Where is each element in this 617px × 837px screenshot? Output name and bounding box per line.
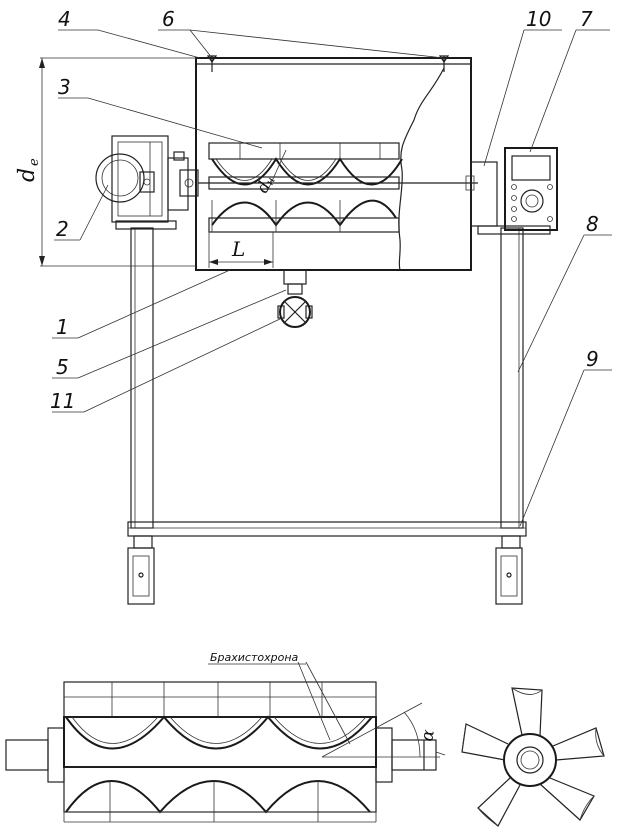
screw-lower [208, 199, 400, 233]
dimension-L: L [208, 232, 274, 268]
outlet-valve [277, 269, 313, 328]
callout-7: 7 [580, 7, 593, 31]
wheel-left [127, 535, 155, 605]
bearing-right [465, 161, 498, 227]
callout-3: 3 [58, 75, 71, 99]
brachistochrone-label: Брахистохрона [210, 651, 299, 664]
callout-4: 4 [58, 7, 71, 31]
motor [95, 135, 169, 223]
screw-upper [208, 142, 403, 186]
label-de-sub: e [27, 158, 42, 166]
leader-lines [52, 29, 612, 527]
callout-9: 9 [586, 347, 599, 371]
callout-10: 10 [526, 7, 551, 31]
label-de: d [15, 168, 40, 182]
callout-5: 5 [56, 355, 69, 379]
control-panel [504, 147, 558, 231]
callout-11: 11 [50, 389, 75, 413]
wing-bolts [206, 55, 450, 72]
wheel-right [495, 535, 523, 605]
frame [115, 220, 551, 537]
callout-8: 8 [586, 212, 599, 236]
auger-side-view [5, 661, 446, 823]
part-numbers: 4 6 3 2 10 7 8 9 1 5 11 [50, 7, 599, 413]
label-alpha: α [417, 728, 439, 743]
shaft [198, 176, 478, 190]
coupling [167, 151, 199, 211]
callout-1: 1 [56, 315, 69, 339]
auger-end-view [461, 687, 605, 827]
callout-2: 2 [56, 217, 69, 241]
label-L: L [231, 237, 245, 261]
callout-6: 6 [162, 7, 175, 31]
dimension-de: d e [15, 57, 196, 267]
